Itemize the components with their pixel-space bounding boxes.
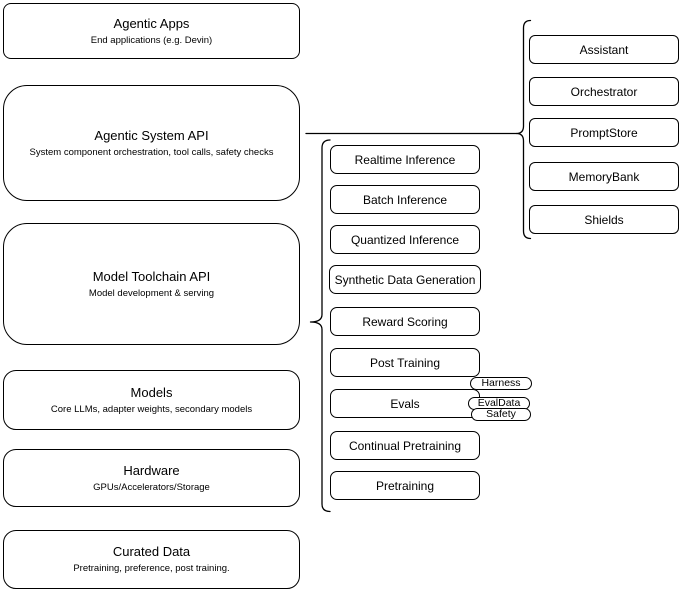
box-subtitle: Pretraining, preference, post training. <box>73 563 230 574</box>
box-label: Assistant <box>579 42 629 57</box>
box-post-training: Post Training <box>330 348 480 377</box>
box-pretraining: Pretraining <box>330 471 480 500</box>
right-group-brace <box>515 19 532 240</box>
box-subtitle: Core LLMs, adapter weights, secondary mo… <box>50 403 253 415</box>
box-label: Batch Inference <box>362 192 448 207</box>
box-subtitle: System component orchestration, tool cal… <box>29 146 274 158</box>
tag-label: Safety <box>486 408 516 421</box>
box-subtitle: End applications (e.g. Devin) <box>90 34 213 46</box>
tag-harness: Harness <box>470 377 532 390</box>
box-label: Quantized Inference <box>350 232 460 247</box>
box-reward-scoring: Reward Scoring <box>330 307 480 336</box>
box-orchestrator: Orchestrator <box>529 77 679 106</box>
box-label: Shields <box>584 212 624 227</box>
box-title: Curated Data <box>112 544 191 559</box>
box-title: Agentic System API <box>94 127 209 143</box>
box-label: Pretraining <box>375 478 435 493</box>
tag-label: EvalData <box>477 397 521 410</box>
box-synthetic-data-generation: Synthetic Data Generation <box>329 265 481 294</box>
box-batch-inference: Batch Inference <box>330 185 480 214</box>
box-memorybank: MemoryBank <box>529 162 679 191</box>
box-label: Post Training <box>369 355 441 370</box>
box-title: Models <box>130 384 173 400</box>
box-label: Synthetic Data Generation <box>334 272 476 287</box>
tag-safety: Safety <box>471 408 531 421</box>
box-label: Reward Scoring <box>362 314 448 329</box>
box-models: Models Core LLMs, adapter weights, secon… <box>3 370 300 430</box>
box-label: Evals <box>390 396 420 411</box>
box-quantized-inference: Quantized Inference <box>330 225 480 254</box>
box-evals: Evals <box>330 389 480 418</box>
box-hardware: Hardware GPUs/Accelerators/Storage <box>3 449 300 507</box>
box-model-toolchain-api: Model Toolchain API Model development & … <box>3 223 300 345</box>
box-curated-data: Curated Data Pretraining, preference, po… <box>3 530 300 589</box>
box-label: MemoryBank <box>568 169 640 184</box>
box-realtime-inference: Realtime Inference <box>330 145 480 174</box>
box-agentic-system-api: Agentic System API System component orch… <box>3 85 300 201</box>
box-agentic-apps: Agentic Apps End applications (e.g. Devi… <box>3 3 300 59</box>
tag-label: Harness <box>481 377 521 390</box>
box-title: Agentic Apps <box>113 15 190 31</box>
box-assistant: Assistant <box>529 35 679 64</box>
box-promptstore: PromptStore <box>529 118 679 147</box>
box-label: Orchestrator <box>570 84 638 99</box>
box-continual-pretraining: Continual Pretraining <box>330 431 480 460</box>
box-shields: Shields <box>529 205 679 234</box>
box-subtitle: Model development & serving <box>88 287 215 299</box>
box-title: Hardware <box>123 462 180 478</box>
middle-group-brace <box>309 139 331 513</box>
box-title: Model Toolchain API <box>92 268 211 284</box>
box-subtitle: GPUs/Accelerators/Storage <box>93 481 210 493</box>
box-label: PromptStore <box>570 125 638 140</box>
box-label: Continual Pretraining <box>348 438 462 453</box>
box-label: Realtime Inference <box>354 152 456 167</box>
